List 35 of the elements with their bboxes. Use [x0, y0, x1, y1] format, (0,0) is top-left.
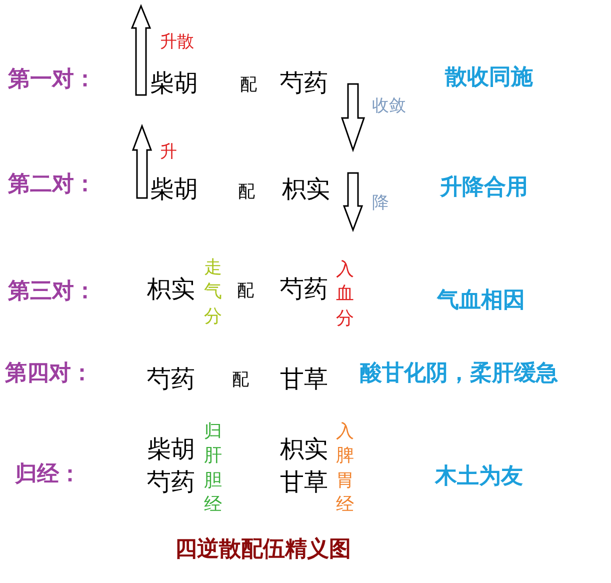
herb-name: 柴胡: [147, 436, 195, 462]
summary-text: 气血相因: [437, 289, 525, 314]
direction-label: 升散: [160, 33, 194, 52]
herb-name: 甘草: [280, 366, 328, 392]
pair-label: 第三对：: [8, 280, 96, 304]
pair-label: 第四对：: [5, 362, 93, 386]
vertical-note: 入血分: [336, 258, 354, 331]
direction-label: 降: [372, 194, 389, 213]
pair-label: 归经：: [15, 463, 81, 488]
pair-label: 第一对：: [8, 68, 96, 92]
summary-text: 木土为友: [435, 465, 523, 490]
summary-text: 散收同施: [445, 66, 533, 90]
herb-name: 柴胡: [150, 176, 198, 202]
herb-name: 枳实: [147, 276, 195, 302]
summary-text: 酸甘化阴，柔肝缓急: [360, 362, 558, 386]
herb-name: 芍药: [280, 276, 328, 302]
pair-label: 第二对：: [8, 173, 96, 198]
vertical-note: 入脾胃经: [336, 420, 354, 517]
herb-name: 枳实: [280, 436, 328, 462]
direction-label: 收敛: [372, 97, 406, 116]
pairing-word: 配: [240, 76, 257, 95]
herb-name: 芍药: [147, 469, 195, 496]
herb-name: 芍药: [147, 366, 195, 392]
summary-text: 升降合用: [440, 176, 528, 200]
vertical-note: 归肝胆经: [204, 420, 222, 517]
herb-name: 柴胡: [150, 70, 198, 96]
herb-name: 甘草: [280, 469, 328, 496]
herb-name: 枳实: [282, 176, 330, 202]
herb-name: 芍药: [280, 70, 328, 96]
pairing-word: 配: [232, 371, 249, 390]
vertical-note: 走气分: [204, 256, 222, 329]
pairing-word: 配: [237, 282, 254, 301]
direction-label: 升: [160, 143, 177, 162]
pairing-word: 配: [238, 183, 255, 202]
caption: 四逆散配伍精义图: [175, 538, 351, 562]
